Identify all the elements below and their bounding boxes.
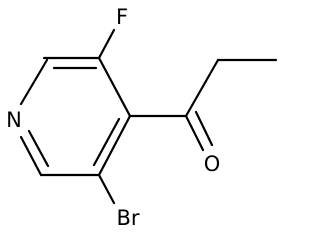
- bond-carbonyl-oxygen: [184, 114, 205, 152]
- bond-n-c2: [19, 58, 49, 106]
- pyridine-ring: [19, 56, 132, 177]
- atom-label-nitrogen: N: [6, 108, 22, 132]
- bond-c6-n: [19, 135, 43, 177]
- bond-c4-c5: [97, 114, 132, 177]
- atom-label-oxygen: O: [204, 152, 221, 176]
- chemical-structure-diagram: F N Br O: [6, 5, 278, 230]
- bond-carbonyl-oxygen-inner: [194, 110, 214, 147]
- bond-c6-n-inner: [27, 129, 50, 168]
- substituent-bonds: [97, 28, 278, 205]
- atom-label-fluorine: F: [116, 5, 128, 29]
- bond-c3-fluorine: [97, 28, 116, 60]
- bond-c4-c5-inner: [92, 117, 121, 167]
- bond-carbonyl-ch2: [184, 58, 220, 118]
- bond-c3-c4: [97, 56, 132, 118]
- atom-label-bromine: Br: [116, 206, 139, 230]
- atom-labels: F N Br O: [6, 5, 220, 230]
- bond-c5-bromine: [97, 173, 116, 205]
